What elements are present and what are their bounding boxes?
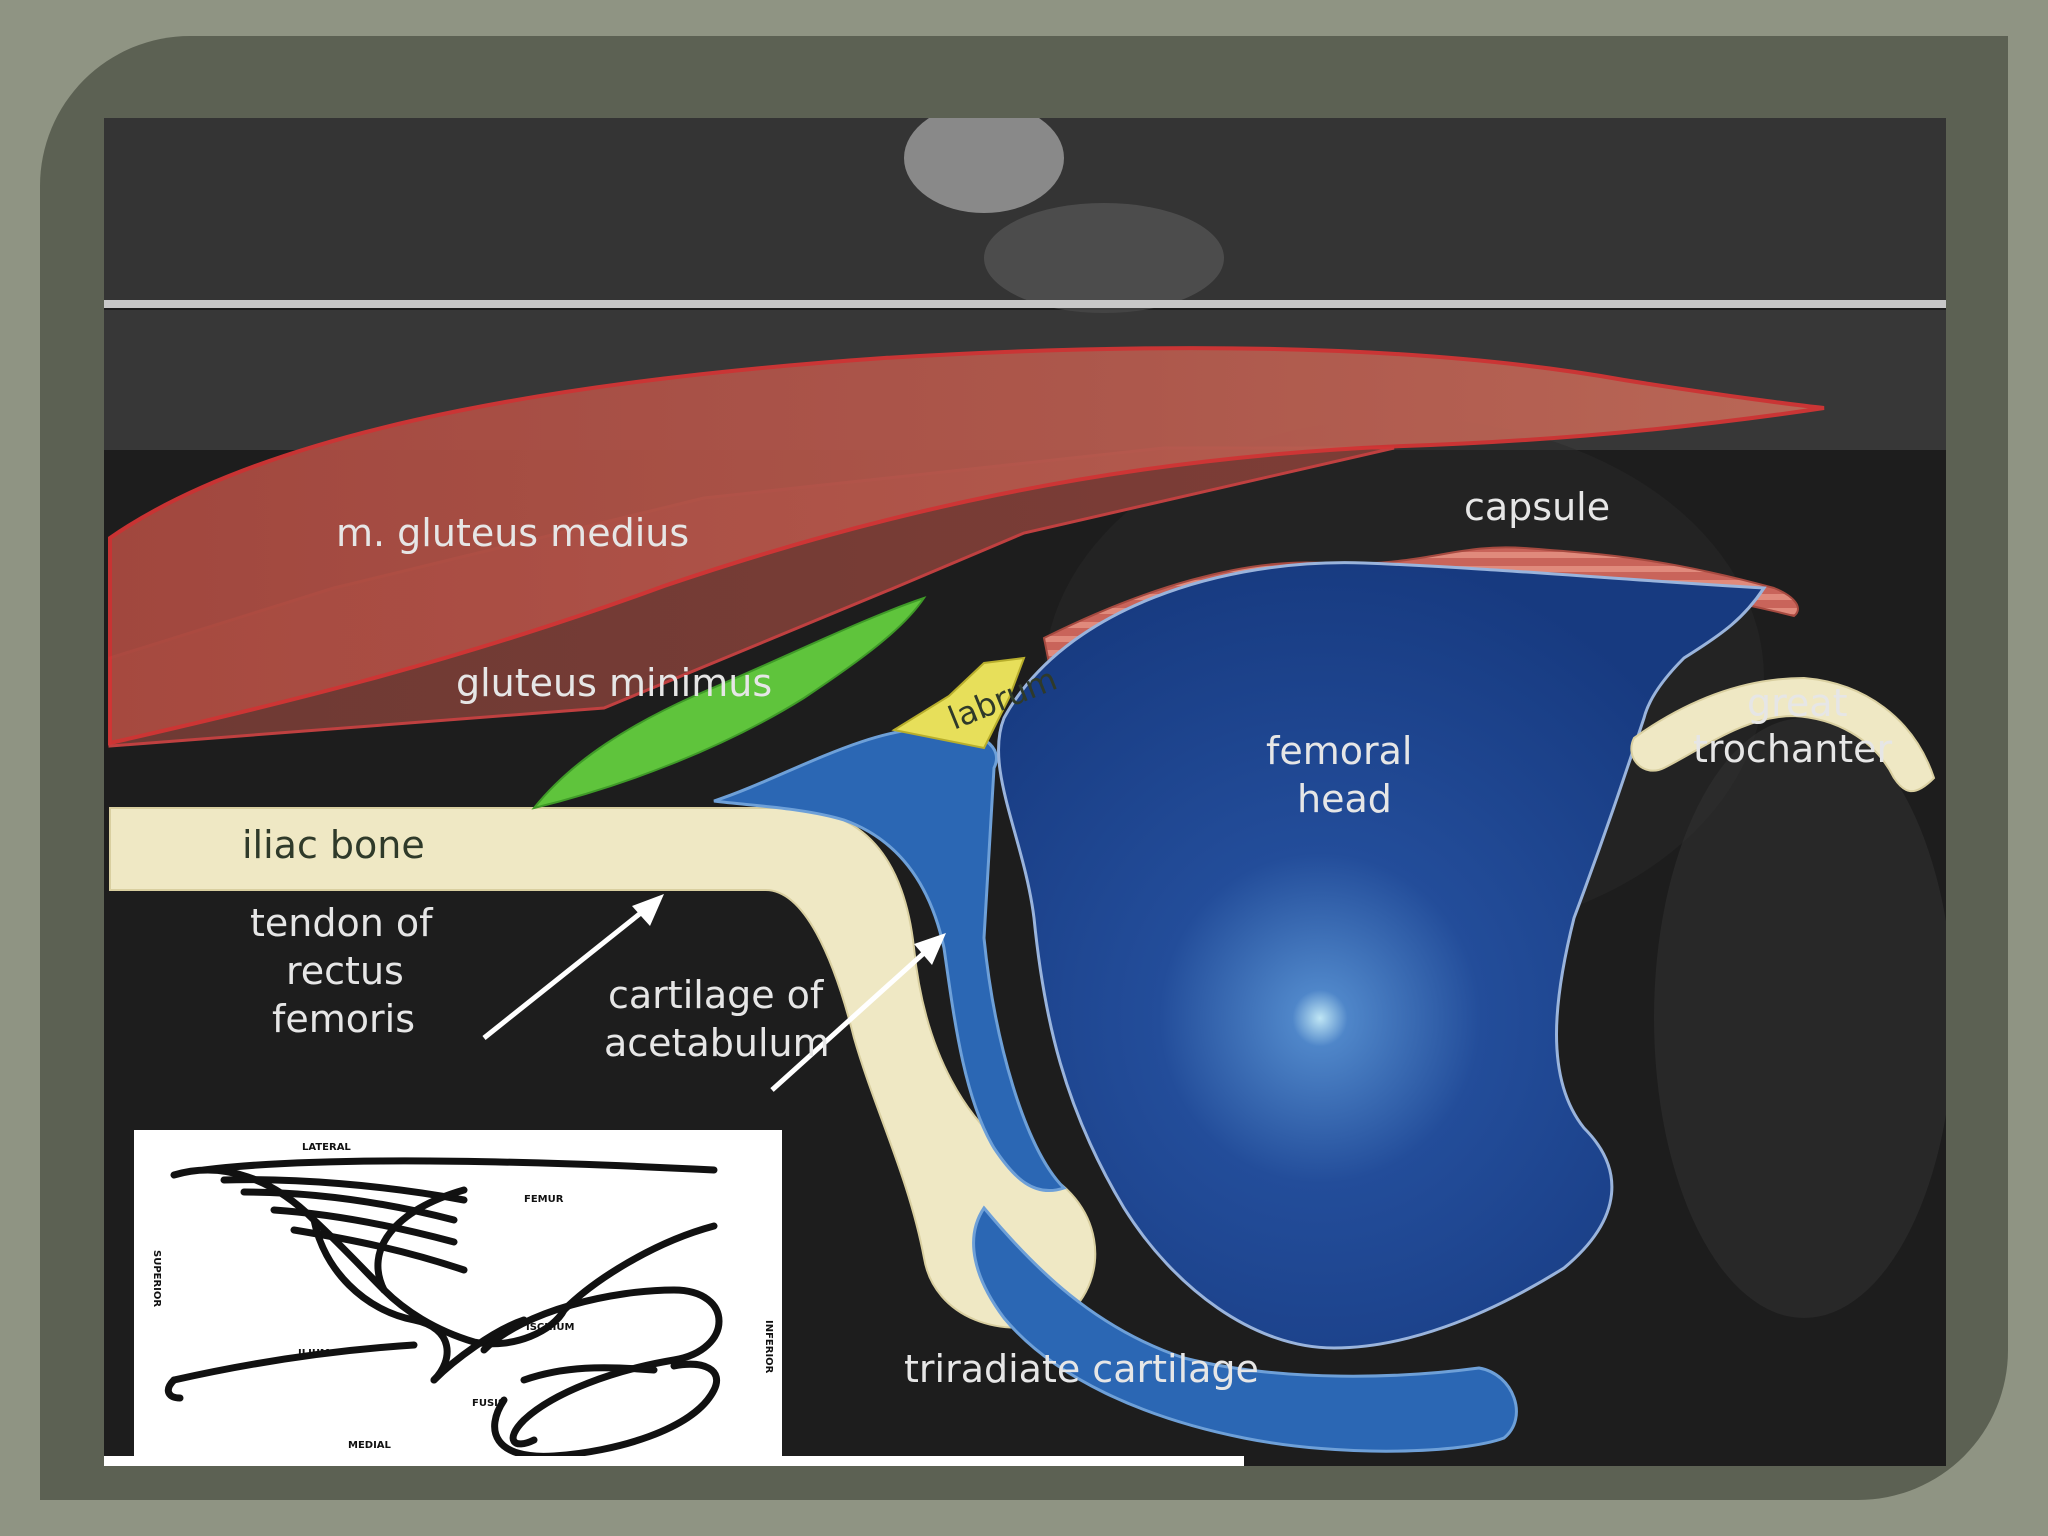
inset-label-lateral: LATERAL: [302, 1142, 351, 1153]
label-triradiate-cartilage: triradiate cartilage: [904, 1347, 1259, 1391]
label-femoral-head-line1: femoral: [1266, 729, 1413, 773]
femoral-head: [996, 561, 1767, 1350]
label-femoral-head-line2: head: [1297, 777, 1392, 821]
arrow-tendon: [482, 894, 664, 1040]
label-cartilage-line2: acetabulum: [604, 1021, 830, 1065]
label-iliac-bone: iliac bone: [242, 823, 425, 867]
labrum: [891, 656, 1026, 750]
inset-label-superior: SUPERIOR: [151, 1250, 162, 1307]
inset-label-inferior: INFERIOR: [763, 1320, 774, 1374]
inset-background: [134, 1130, 782, 1466]
label-gluteus-minimus: gluteus minimus: [456, 661, 772, 705]
inset-label-medial: MEDIAL: [348, 1440, 392, 1451]
triradiate-cartilage: [972, 1205, 1518, 1453]
label-great-trochanter-line2: trochanter: [1693, 727, 1893, 771]
label-tendon-line2: rectus: [286, 949, 404, 993]
inset-sketch: LATERAL FEMUR SUPERIOR INFERIOR ILIUM IS…: [134, 1130, 782, 1466]
ultrasound-figure: m. gluteus medius gluteus minimus capsul…: [104, 118, 1946, 1466]
arrow-acetabulum: [770, 933, 946, 1092]
inset-label-fusis: FUSIS: [472, 1398, 505, 1409]
label-cartilage-line1: cartilage of: [608, 973, 825, 1017]
label-tendon-line3: femoris: [272, 997, 415, 1041]
skin-line: [104, 300, 1946, 308]
great-trochanter: [1630, 676, 1936, 793]
rectus-femoris-tendon: [531, 596, 927, 810]
label-great-trochanter-line1: great: [1747, 681, 1847, 725]
label-gluteus-medius: m. gluteus medius: [336, 511, 689, 555]
label-capsule: capsule: [1464, 485, 1610, 529]
inset-label-ischium: ISCHIUM: [526, 1322, 574, 1333]
inset-label-ilium: ILIUM: [298, 1348, 330, 1359]
gluteus-medius: [108, 346, 1825, 746]
label-tendon-line1: tendon of: [250, 901, 434, 945]
inset-label-femur: FEMUR: [524, 1194, 564, 1205]
